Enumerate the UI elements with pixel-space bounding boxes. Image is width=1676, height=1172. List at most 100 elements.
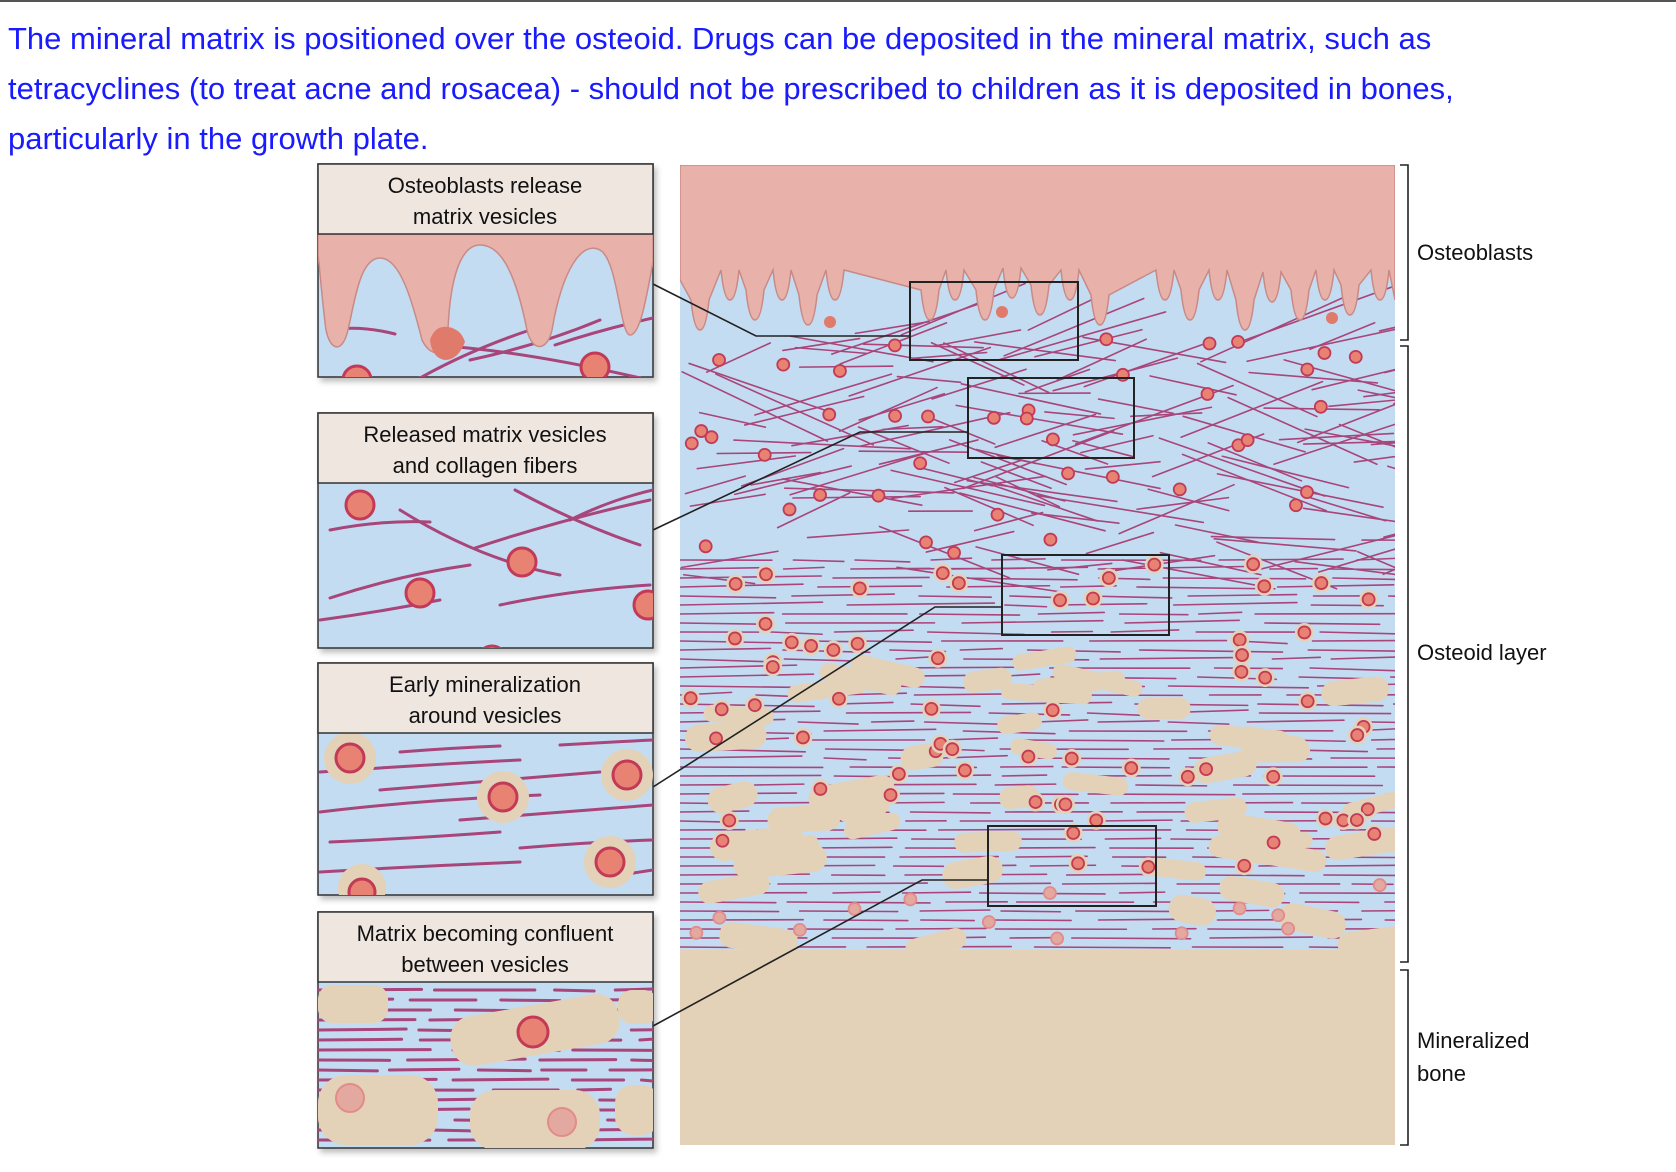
mineral-deposit	[698, 872, 770, 904]
matrix-vesicle	[1199, 762, 1214, 776]
bracket-osteoblasts	[1400, 164, 1409, 341]
collagen-fiber	[919, 909, 991, 912]
collagen-fiber	[680, 673, 815, 678]
matrix-vesicle	[715, 833, 730, 848]
collagen-fiber	[975, 546, 1080, 576]
collagen-fiber	[890, 469, 1046, 507]
collagen-fiber	[1294, 560, 1395, 576]
collagen-fiber	[858, 411, 1011, 448]
collagen-fiber	[1328, 399, 1395, 408]
collagen-fiber	[878, 439, 979, 466]
collagen-fiber	[696, 455, 797, 470]
connector-4	[652, 879, 988, 1027]
collagen-fiber	[1383, 533, 1395, 538]
matrix-vesicle	[1232, 633, 1247, 647]
collagen-fiber	[792, 559, 845, 563]
collagen-fiber	[1363, 391, 1395, 398]
collagen-fiber	[1264, 622, 1381, 626]
collagen-fiber	[959, 647, 1004, 651]
collagen-fiber	[1182, 415, 1306, 453]
collagen-fiber	[1332, 577, 1395, 581]
vesicle-bud	[824, 316, 836, 328]
matrix-vesicle	[784, 635, 799, 650]
collagen-fiber	[1242, 792, 1376, 795]
collagen-fiber	[961, 619, 1104, 624]
vesicle-bud	[996, 306, 1008, 318]
matrix-vesicle	[1266, 835, 1281, 850]
matrix-vesicle	[847, 902, 862, 916]
matrix-vesicle	[728, 631, 742, 646]
collagen-fiber	[1307, 649, 1395, 652]
collagen-fiber	[1097, 565, 1247, 570]
mineral-deposit	[1062, 772, 1129, 796]
vesicle-bud	[1326, 312, 1338, 324]
collagen-fiber	[680, 820, 724, 823]
matrix-vesicle	[1300, 485, 1314, 500]
matrix-vesicle	[1028, 795, 1043, 809]
collagen-fiber	[1309, 321, 1376, 351]
matrix-vesicle	[924, 701, 939, 716]
matrix-vesicle	[891, 767, 906, 781]
collagen-fiber	[1304, 428, 1395, 447]
collagen-fiber	[1004, 604, 1048, 608]
mineral-deposit	[850, 654, 925, 688]
collagen-fiber	[318, 1037, 404, 1042]
matrix-vesicle	[1372, 878, 1387, 892]
bracket-mineralized	[1400, 969, 1409, 1146]
matrix-vesicle	[1086, 591, 1100, 606]
collagen-fiber	[680, 611, 775, 615]
collagen-fiber	[996, 454, 1161, 490]
collagen-fiber	[1218, 558, 1344, 561]
collagen-fiber	[937, 828, 1069, 831]
mineral-deposit	[787, 675, 869, 703]
label-osteoblasts: Osteoblasts	[1417, 240, 1533, 265]
collagen-fiber	[1221, 455, 1350, 489]
collagen-fiber	[1037, 611, 1106, 615]
collagen-fiber	[680, 910, 780, 913]
matrix-vesicle	[694, 424, 709, 438]
mineral-deposit	[1032, 670, 1126, 697]
inset-1-title-line1: Osteoblasts release	[388, 173, 582, 198]
matrix-vesicle	[1266, 769, 1281, 784]
collagen-fiber	[918, 613, 1021, 616]
collagen-fiber	[987, 483, 1099, 522]
collagen-fiber	[996, 311, 1167, 361]
matrix-vesicle	[1318, 811, 1333, 826]
collagen-fiber	[862, 343, 984, 349]
collagen-fiber	[1158, 437, 1326, 497]
collagen-fiber	[1361, 909, 1395, 912]
collagen-fiber	[791, 593, 896, 597]
collagen-fiber	[933, 329, 1022, 347]
collagen-fiber	[1387, 595, 1395, 597]
collagen-fiber	[576, 1087, 613, 1092]
mineralized-bone-region	[680, 950, 1395, 1145]
collagen-fiber	[1129, 412, 1203, 418]
collagen-fiber	[1273, 423, 1395, 466]
matrix-vesicle	[684, 436, 699, 451]
matrix-vesicle	[883, 788, 898, 802]
collagen-fiber	[680, 647, 772, 651]
mineral-deposit	[707, 781, 758, 814]
collagen-fiber	[680, 595, 777, 599]
matrix-vesicle	[945, 742, 960, 757]
zoom-box-4	[987, 825, 1157, 907]
mineral-deposit	[1337, 922, 1395, 958]
mineral-deposit	[963, 667, 1012, 693]
collagen-fiber	[1248, 371, 1379, 384]
matrix-vesicle	[804, 638, 818, 653]
collagen-fiber	[823, 757, 867, 761]
collagen-fiber	[858, 450, 969, 453]
matrix-vesicle	[1235, 648, 1249, 662]
collagen-fiber	[960, 382, 1102, 415]
collagen-fiber	[1097, 819, 1173, 822]
collagen-fiber	[1118, 483, 1235, 535]
collagen-fiber	[1110, 629, 1180, 633]
matrix-vesicle	[1231, 334, 1245, 349]
inset-4-title: Matrix becoming confluent between vesicl…	[317, 911, 654, 983]
collagen-fiber	[952, 577, 1078, 581]
connector-2	[652, 431, 968, 531]
matrix-vesicle	[714, 702, 729, 717]
collagen-fiber	[1393, 402, 1395, 405]
collagen-fiber	[1035, 719, 1089, 723]
